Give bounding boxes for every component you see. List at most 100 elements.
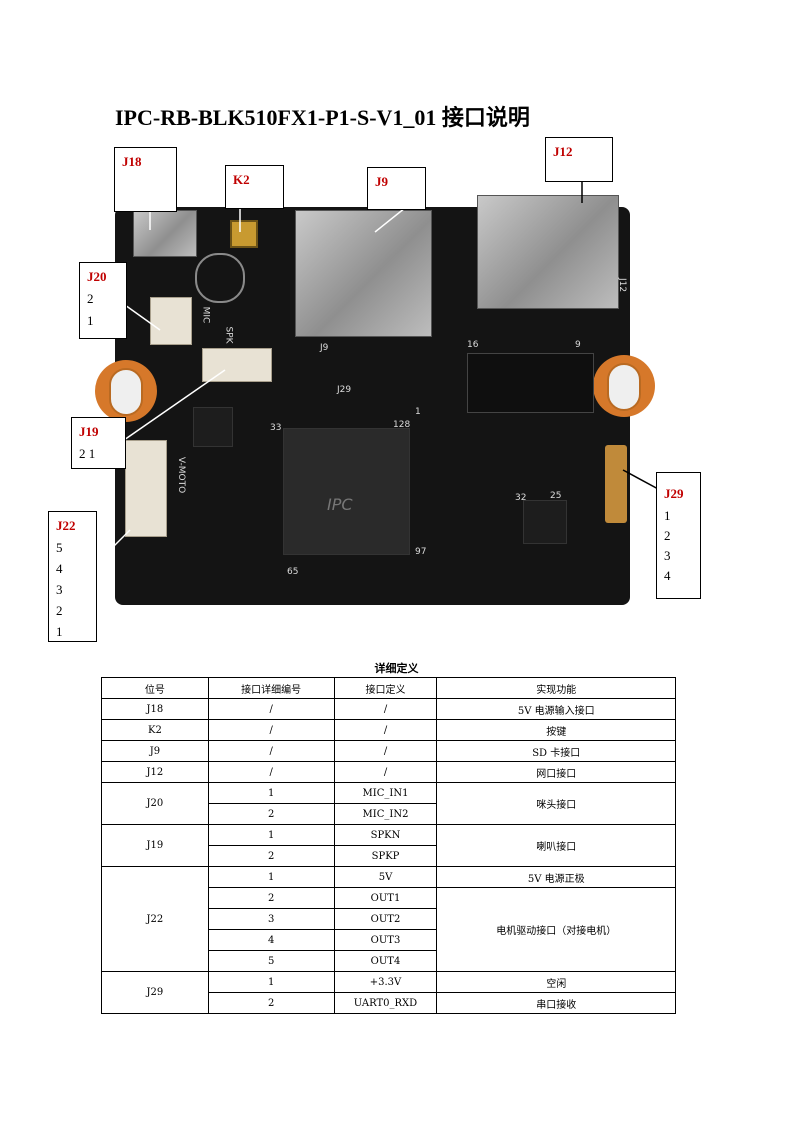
cell-func: 串口接收 [436,992,676,1014]
cell-func: 空闲 [436,971,676,993]
connector-j22 [125,440,167,537]
table-row: J29 1 +3.3V 空闲 [101,971,676,1014]
cell-id: J19 [101,824,209,867]
callout-j12: J12 [545,137,613,182]
mic-outline [195,253,245,303]
callout-k2-label: K2 [233,172,250,187]
sd-card-slot [295,210,432,337]
cell-func: 喇叭接口 [436,824,676,867]
cell-def: / [333,740,438,762]
cell-def: / [333,698,438,720]
cell-num: / [207,698,335,720]
header-j29 [605,445,627,523]
cell-num: 1 [207,782,335,804]
header-cell: 实现功能 [436,677,676,699]
cell-num: / [207,719,335,741]
callout-j29: J29 1 2 3 4 [656,472,701,599]
silk-pin-33: 33 [270,423,282,433]
callout-j22-pin: 4 [56,561,63,576]
cell-def: UART0_RXD [333,992,438,1014]
silk-j9: J9 [320,343,329,353]
cell-num: / [207,761,335,783]
callout-j18: J18 [114,147,177,212]
mount-hole-right [607,363,641,411]
callout-j20: J20 2 1 [79,262,127,339]
silk-pin-97: 97 [415,547,427,557]
cell-def: OUT1 [333,887,438,909]
connector-j20 [150,297,192,345]
cell-def: SPKP [333,845,438,867]
cell-id: J18 [101,698,209,720]
cell-def: OUT2 [333,908,438,930]
cell-func: 电机驱动接口（对接电机） [436,887,676,972]
soc-chip [283,428,410,555]
header-cell: 接口详细编号 [207,677,335,699]
callout-j29-pin: 4 [664,568,671,583]
cell-def: SPKN [333,824,438,846]
header-cell: 接口定义 [333,677,438,699]
cell-def: +3.3V [333,971,438,993]
cell-num: 2 [207,803,335,825]
cell-num: 1 [207,971,335,993]
silk-pin-65: 65 [287,567,299,577]
callout-j9-label: J9 [375,174,388,189]
cell-num: 1 [207,824,335,846]
cell-id: J20 [101,782,209,825]
cell-def: MIC_IN1 [333,782,438,804]
cell-def: / [333,761,438,783]
table-row: 2 MIC_IN2 [102,803,676,825]
cell-num: 3 [207,908,335,930]
callout-j19-label: J19 [79,424,99,439]
silk-pin-25: 25 [550,491,562,501]
table-row: J19 1 SPKN 喇叭接口 [101,824,676,867]
silk-j29: J29 [337,385,352,395]
silk-pin-32: 32 [515,493,527,503]
callout-j29-pin: 1 [664,508,671,523]
button-k2 [230,220,258,248]
callout-j20-label: J20 [87,269,107,284]
callout-j20-pin: 2 [87,291,94,306]
cell-def: OUT3 [333,929,438,951]
silk-j12: J12 [617,277,628,293]
silk-mic: MIC [200,306,211,324]
cell-num: 2 [207,992,335,1014]
table-row: 3 OUT2 [102,908,676,930]
silk-pin-16: 16 [467,340,479,350]
table-row: J12 / / 网口接口 [101,761,676,783]
callout-j19-pins: 2 1 [79,446,96,461]
network-transformer [467,353,594,413]
callout-j12-label: J12 [553,144,573,159]
table-title: 详细定义 [374,662,419,675]
cell-def: / [333,719,438,741]
callout-j9: J9 [367,167,426,210]
header-cell: 位号 [101,677,209,699]
silk-pin-9: 9 [575,340,581,350]
table-row: K2 / / 按键 [101,719,676,741]
cell-id: J9 [101,740,209,762]
cell-id: J22 [101,866,209,972]
callout-j22-pin: 2 [56,603,63,618]
usb-connector [133,210,197,257]
cell-func: 网口接口 [436,761,676,783]
callout-j29-label: J29 [664,486,684,501]
table-row: J22 1 5V 5V 电源正极 [101,866,676,972]
callout-j29-pin: 3 [664,548,671,563]
silk-vmoto: V-MOTO [176,456,187,494]
table-row: 5 OUT4 [102,950,676,972]
callout-k2: K2 [225,165,284,209]
table-row: 2 UART0_RXD 串口接收 [102,992,676,1014]
callout-j18-label: J18 [122,154,142,169]
cell-func: 按键 [436,719,676,741]
cell-func: 5V 电源输入接口 [436,698,676,720]
ethernet-connector [477,195,619,309]
cell-num: / [207,740,335,762]
cell-num: 4 [207,929,335,951]
cell-func: SD 卡接口 [436,740,676,762]
table-row: J9 / / SD 卡接口 [101,740,676,762]
cell-num: 5 [207,950,335,972]
mount-hole-left [109,368,143,416]
callout-j22-pin: 5 [56,540,63,555]
table-row: J18 / / 5V 电源输入接口 [101,698,676,720]
callout-j19: J19 2 1 [71,417,126,469]
connector-j19 [202,348,272,382]
